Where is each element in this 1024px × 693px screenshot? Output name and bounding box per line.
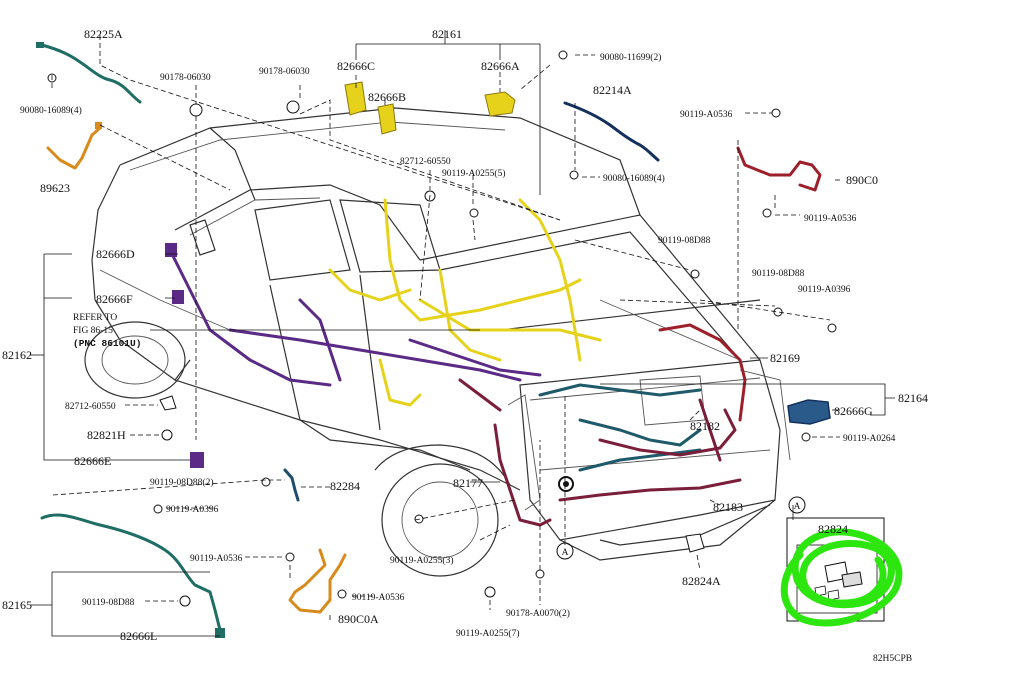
label-90119-A0264: 90119-A0264 [843,434,896,444]
connector-82666E [190,452,204,468]
harness-890C0 [736,146,822,192]
label-82164: 82164 [898,391,928,405]
label-90080-16089-4-top: 90080-16089(4) [20,105,82,116]
label-89623: 89623 [40,181,70,195]
label-890C0: 890C0 [846,173,878,187]
label-82824A: 82824A [682,574,721,588]
callout-A-bottom-label: A [562,548,569,558]
harness-82164 [538,383,702,472]
tailgate-handle-icon [558,476,574,492]
label-90080-11699-2: 90080-11699(2) [600,52,661,63]
harness-82177 [458,378,552,527]
label-90119-A0255-7: 90119-A0255(7) [456,628,520,639]
label-82666B: 82666B [368,90,406,104]
label-90178-A0070-2: 90178-A0070(2) [506,608,570,619]
label-82666E: 82666E [74,454,111,468]
label-82666D: 82666D [96,247,135,261]
label-82666C: 82666C [337,59,375,73]
label-82666F: 82666F [96,292,133,306]
label-82169: 82169 [770,351,800,365]
detail-view-A [780,505,903,627]
part-labels: 82161 82225A 90080-16089(4) 89623 90178-… [2,27,928,664]
label-82666A: 82666A [481,59,520,73]
callout-A-top: A [788,496,806,514]
harness-82225A [36,42,142,104]
diagram-code: 82H5CPB [873,654,912,664]
label-90119-A0536-top: 90119-A0536 [680,110,733,120]
label-90119-08D88-top: 90119-08D88 [658,236,711,246]
label-82214A: 82214A [593,83,632,97]
label-90119-08D88-bot: 90119-08D88 [82,598,135,608]
harness-82161-main [328,198,602,407]
connector-82666B [377,103,397,135]
connector-82666C [344,81,367,116]
label-82165: 82165 [2,598,32,612]
label-90119-A0536-mid: 90119-A0536 [804,214,857,224]
label-82182: 82182 [690,419,720,433]
label-90119-A0396-left: 90119-A0396 [166,505,219,515]
connector-82666G [787,399,831,425]
label-90080-16089-4-mid: 90080-16089(4) [603,173,665,184]
harness-89623 [46,122,102,170]
harness-890C0A [288,548,347,614]
label-90119-A0255-3: 90119-A0255(3) [390,555,454,566]
label-90178-06030-a: 90178-06030 [160,73,211,83]
connector-82666A [484,91,516,117]
label-82712-60550-top: 82712-60550 [400,157,451,167]
harness-82214A [563,101,660,162]
label-90119-A0396-right: 90119-A0396 [798,285,851,295]
harness-82182-82183 [558,398,742,502]
label-pnc-86101u: (PNC 86101U) [73,338,141,349]
label-890C0A: 890C0A [338,612,379,626]
label-90119-A0255-5: 90119-A0255(5) [442,168,506,179]
label-90178-06030-b: 90178-06030 [259,67,310,77]
label-82284: 82284 [330,479,360,493]
label-90119-08D88-right: 90119-08D88 [752,269,805,279]
label-82162: 82162 [2,348,32,362]
label-90119-A0536-bot: 90119-A0536 [190,554,243,564]
label-82666L: 82666L [120,629,157,643]
annotation-scribble [780,528,903,627]
harness-82284 [283,468,300,502]
leader-lines [30,30,895,637]
callout-A-bottom: A [556,542,574,560]
label-82225A: 82225A [84,27,123,41]
truck-body-outline [84,107,791,577]
label-82824: 82824 [818,522,848,536]
label-82177: 82177 [453,476,483,490]
label-90119-08D88-2: 90119-08D88(2) [150,477,214,488]
label-fig-86-15: FIG 86-15 [73,326,113,336]
label-82183: 82183 [713,500,743,514]
label-82821H: 82821H [87,428,126,442]
harness-82165 [40,513,225,638]
label-90119-A0536-bot2: 90119-A0536 [352,593,405,603]
fasteners [47,50,837,607]
label-82712-60550-left: 82712-60550 [65,402,116,412]
callout-A-top-label: A [794,502,801,512]
harness-82169 [658,323,747,422]
label-82161: 82161 [432,27,462,41]
label-refer-to: REFER TO [73,313,117,323]
label-82666G: 82666G [834,404,873,418]
